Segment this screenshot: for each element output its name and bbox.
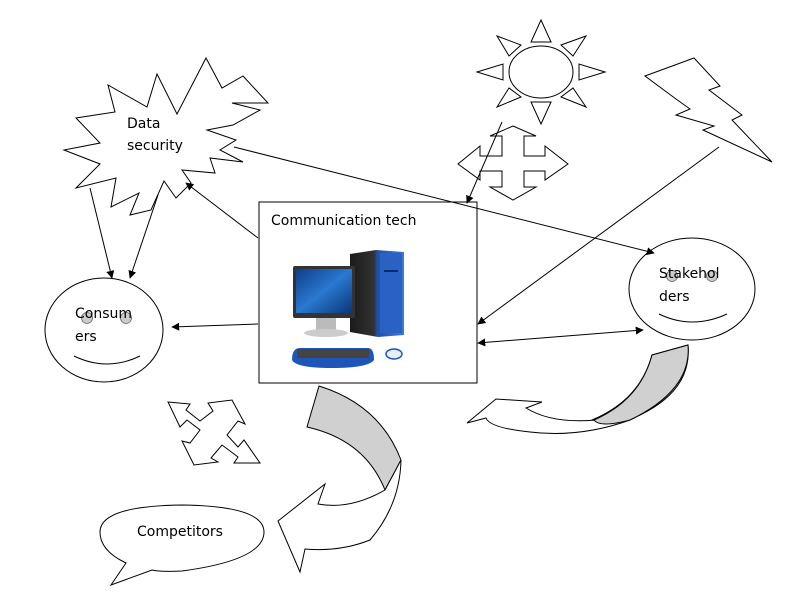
four-way-arrow-icon	[457, 125, 569, 201]
stakeholders-label-line2: ders	[659, 289, 690, 305]
consumers-label-line1: Consum	[75, 306, 133, 322]
edge-lightning-to-comm	[477, 146, 720, 325]
stakeholders-label-line1: Stakehol	[659, 266, 720, 282]
competitors-label: Competitors	[137, 524, 223, 540]
edge-stakeholders-comm-bidirectional	[477, 326, 644, 347]
edge-sun-to-comm	[466, 121, 503, 204]
edge-datasecurity-to-consumers-1	[89, 187, 115, 279]
data-security-label-line1: Data	[127, 116, 161, 132]
edge-datasecurity-to-consumers-2	[128, 194, 159, 279]
communication-tech-label: Communication tech	[271, 213, 417, 229]
stakeholders-face[interactable]	[628, 237, 756, 341]
edge-comm-to-consumers	[171, 322, 259, 331]
diagonal-four-way-arrow-icon	[167, 399, 261, 466]
curved-arrow-stakeholders	[466, 344, 689, 434]
data-security-label-line2: security	[127, 138, 183, 154]
edge-datasecurity-to-stakeholders	[233, 146, 655, 256]
curved-arrow-communication	[277, 385, 402, 574]
competitors-bubble[interactable]	[99, 504, 265, 587]
consumers-face[interactable]	[44, 277, 164, 383]
computer-image	[292, 250, 404, 368]
sun-icon	[475, 18, 607, 126]
lightning-icon	[643, 57, 773, 163]
edge-comm-to-datasecurity	[185, 182, 259, 239]
consumers-label-line2: ers	[75, 329, 97, 345]
data-security-burst[interactable]	[62, 56, 270, 216]
